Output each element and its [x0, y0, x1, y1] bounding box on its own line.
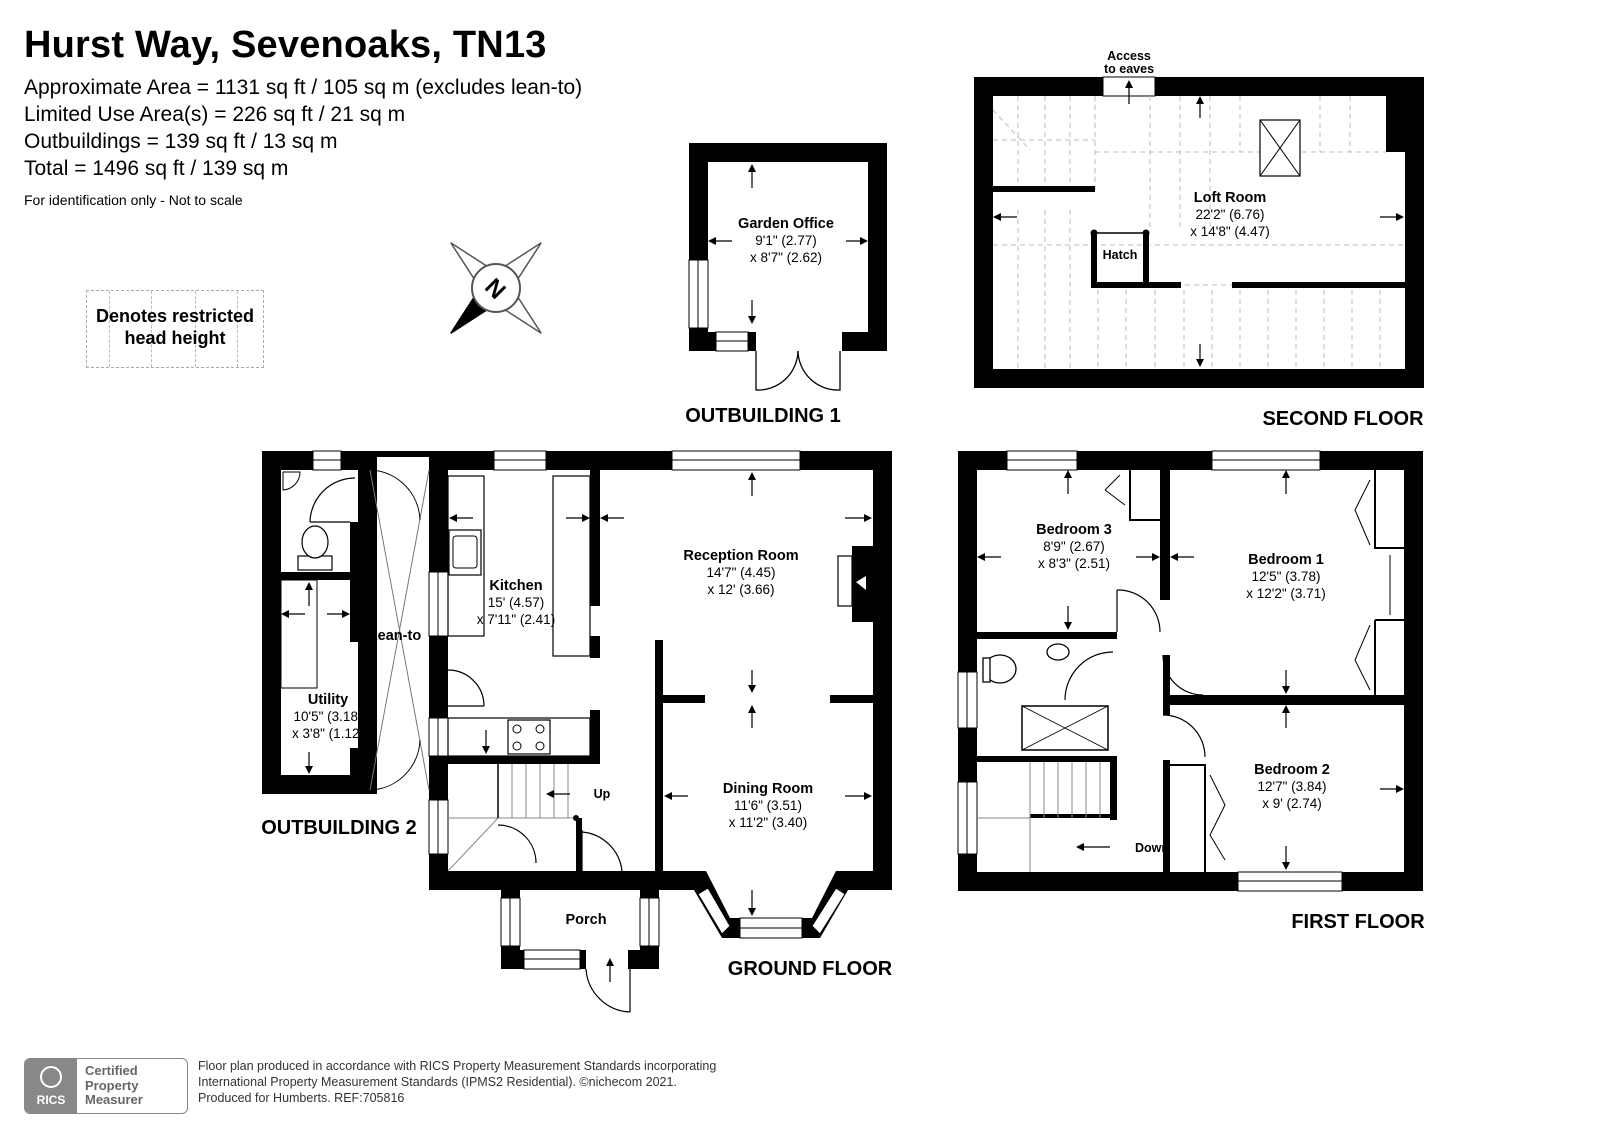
outbuilding-2-plan	[262, 450, 430, 794]
label-outbuilding-2: OUTBUILDING 2	[261, 817, 417, 839]
label-second-floor: SECOND FLOOR	[1262, 408, 1424, 430]
rics-logo-text: RICS	[36, 1093, 66, 1107]
stairs-down-label: Down	[1135, 841, 1169, 855]
garden-office-name: Garden Office	[738, 216, 834, 232]
lean-to-label: Lean-to	[369, 628, 422, 644]
kitchen-dim2: x 7'11" (2.41)	[477, 612, 555, 627]
bedroom2-name: Bedroom 2	[1254, 762, 1330, 778]
page-title: Hurst Way, Sevenoaks, TN13	[24, 24, 547, 66]
utility-dim1: 10'5" (3.18)	[294, 709, 363, 724]
badge-line-3: Measurer	[85, 1092, 143, 1107]
footer-line-1: Floor plan produced in accordance with R…	[198, 1059, 717, 1073]
bedroom1-name: Bedroom 1	[1248, 552, 1324, 568]
garden-office-dim2: x 8'7" (2.62)	[750, 250, 822, 265]
rics-logo: RICS	[25, 1059, 77, 1113]
bedroom2-dim2: x 9' (2.74)	[1262, 796, 1322, 811]
area-approximate: Approximate Area = 1131 sq ft / 105 sq m…	[24, 76, 583, 99]
ground-floor-plan	[428, 450, 892, 939]
loft-room-dim2: x 14'8" (4.47)	[1190, 224, 1269, 239]
kitchen-dim1: 15' (4.57)	[488, 595, 545, 610]
label-first-floor: FIRST FLOOR	[1291, 911, 1425, 933]
legend-line-1: Denotes restricted	[95, 306, 255, 326]
porch-plan	[500, 890, 660, 1013]
access-eaves-line1: Access	[1107, 49, 1151, 63]
rics-badge: RICS Certified Property Measurer	[24, 1058, 188, 1114]
first-floor-plan	[957, 450, 1423, 892]
area-outbuildings: Outbuildings = 139 sq ft / 13 sq m	[24, 130, 338, 153]
label-ground-floor: GROUND FLOOR	[728, 958, 893, 980]
kitchen-name: Kitchen	[489, 578, 542, 594]
second-floor-plan	[974, 76, 1424, 388]
utility-dim2: x 3'8" (1.12)	[292, 726, 364, 741]
bedroom2-dim1: 12'7" (3.84)	[1258, 779, 1327, 794]
footer-disclaimer: Floor plan produced in accordance with R…	[198, 1058, 716, 1106]
compass-icon	[450, 242, 542, 334]
dining-room-dim2: x 11'2" (3.40)	[729, 815, 807, 830]
bedroom3-dim2: x 8'3" (2.51)	[1038, 556, 1110, 571]
restricted-height-legend: Denotes restricted head height	[86, 290, 264, 368]
bedroom1-dim2: x 12'2" (3.71)	[1246, 586, 1325, 601]
label-outbuilding-1: OUTBUILDING 1	[685, 405, 841, 427]
reception-room-dim1: 14'7" (4.45)	[707, 565, 776, 580]
stairs-up-label: Up	[594, 787, 611, 801]
garden-office-dim1: 9'1" (2.77)	[755, 233, 816, 248]
utility-name: Utility	[308, 692, 348, 708]
area-total: Total = 1496 sq ft / 139 sq m	[24, 157, 289, 180]
area-limited-use: Limited Use Area(s) = 226 sq ft / 21 sq …	[24, 103, 406, 126]
bedroom3-name: Bedroom 3	[1036, 522, 1112, 538]
bedroom1-dim1: 12'5" (3.78)	[1252, 569, 1321, 584]
porch-name: Porch	[565, 912, 606, 928]
scale-note: For identification only - Not to scale	[24, 192, 243, 208]
hatch-label: Hatch	[1103, 248, 1138, 262]
loft-room-dim1: 22'2" (6.76)	[1196, 207, 1265, 222]
bedroom3-dim1: 8'9" (2.67)	[1043, 539, 1104, 554]
badge-line-2: Property	[85, 1077, 139, 1093]
loft-room-name: Loft Room	[1194, 190, 1266, 206]
legend-line-2: head height	[124, 328, 226, 348]
outbuilding-1-plan	[688, 143, 887, 391]
access-eaves-line2: to eaves	[1104, 62, 1154, 76]
reception-room-dim2: x 12' (3.66)	[707, 582, 774, 597]
footer-line-3: Produced for Humberts. REF:705816	[198, 1091, 405, 1105]
footer-line-2: International Property Measurement Stand…	[198, 1075, 677, 1089]
rics-emblem-icon	[40, 1066, 62, 1088]
reception-room-name: Reception Room	[683, 548, 798, 564]
dining-room-name: Dining Room	[723, 781, 813, 797]
dining-room-dim1: 11'6" (3.51)	[734, 798, 802, 813]
badge-line-1: Certified	[85, 1063, 138, 1078]
